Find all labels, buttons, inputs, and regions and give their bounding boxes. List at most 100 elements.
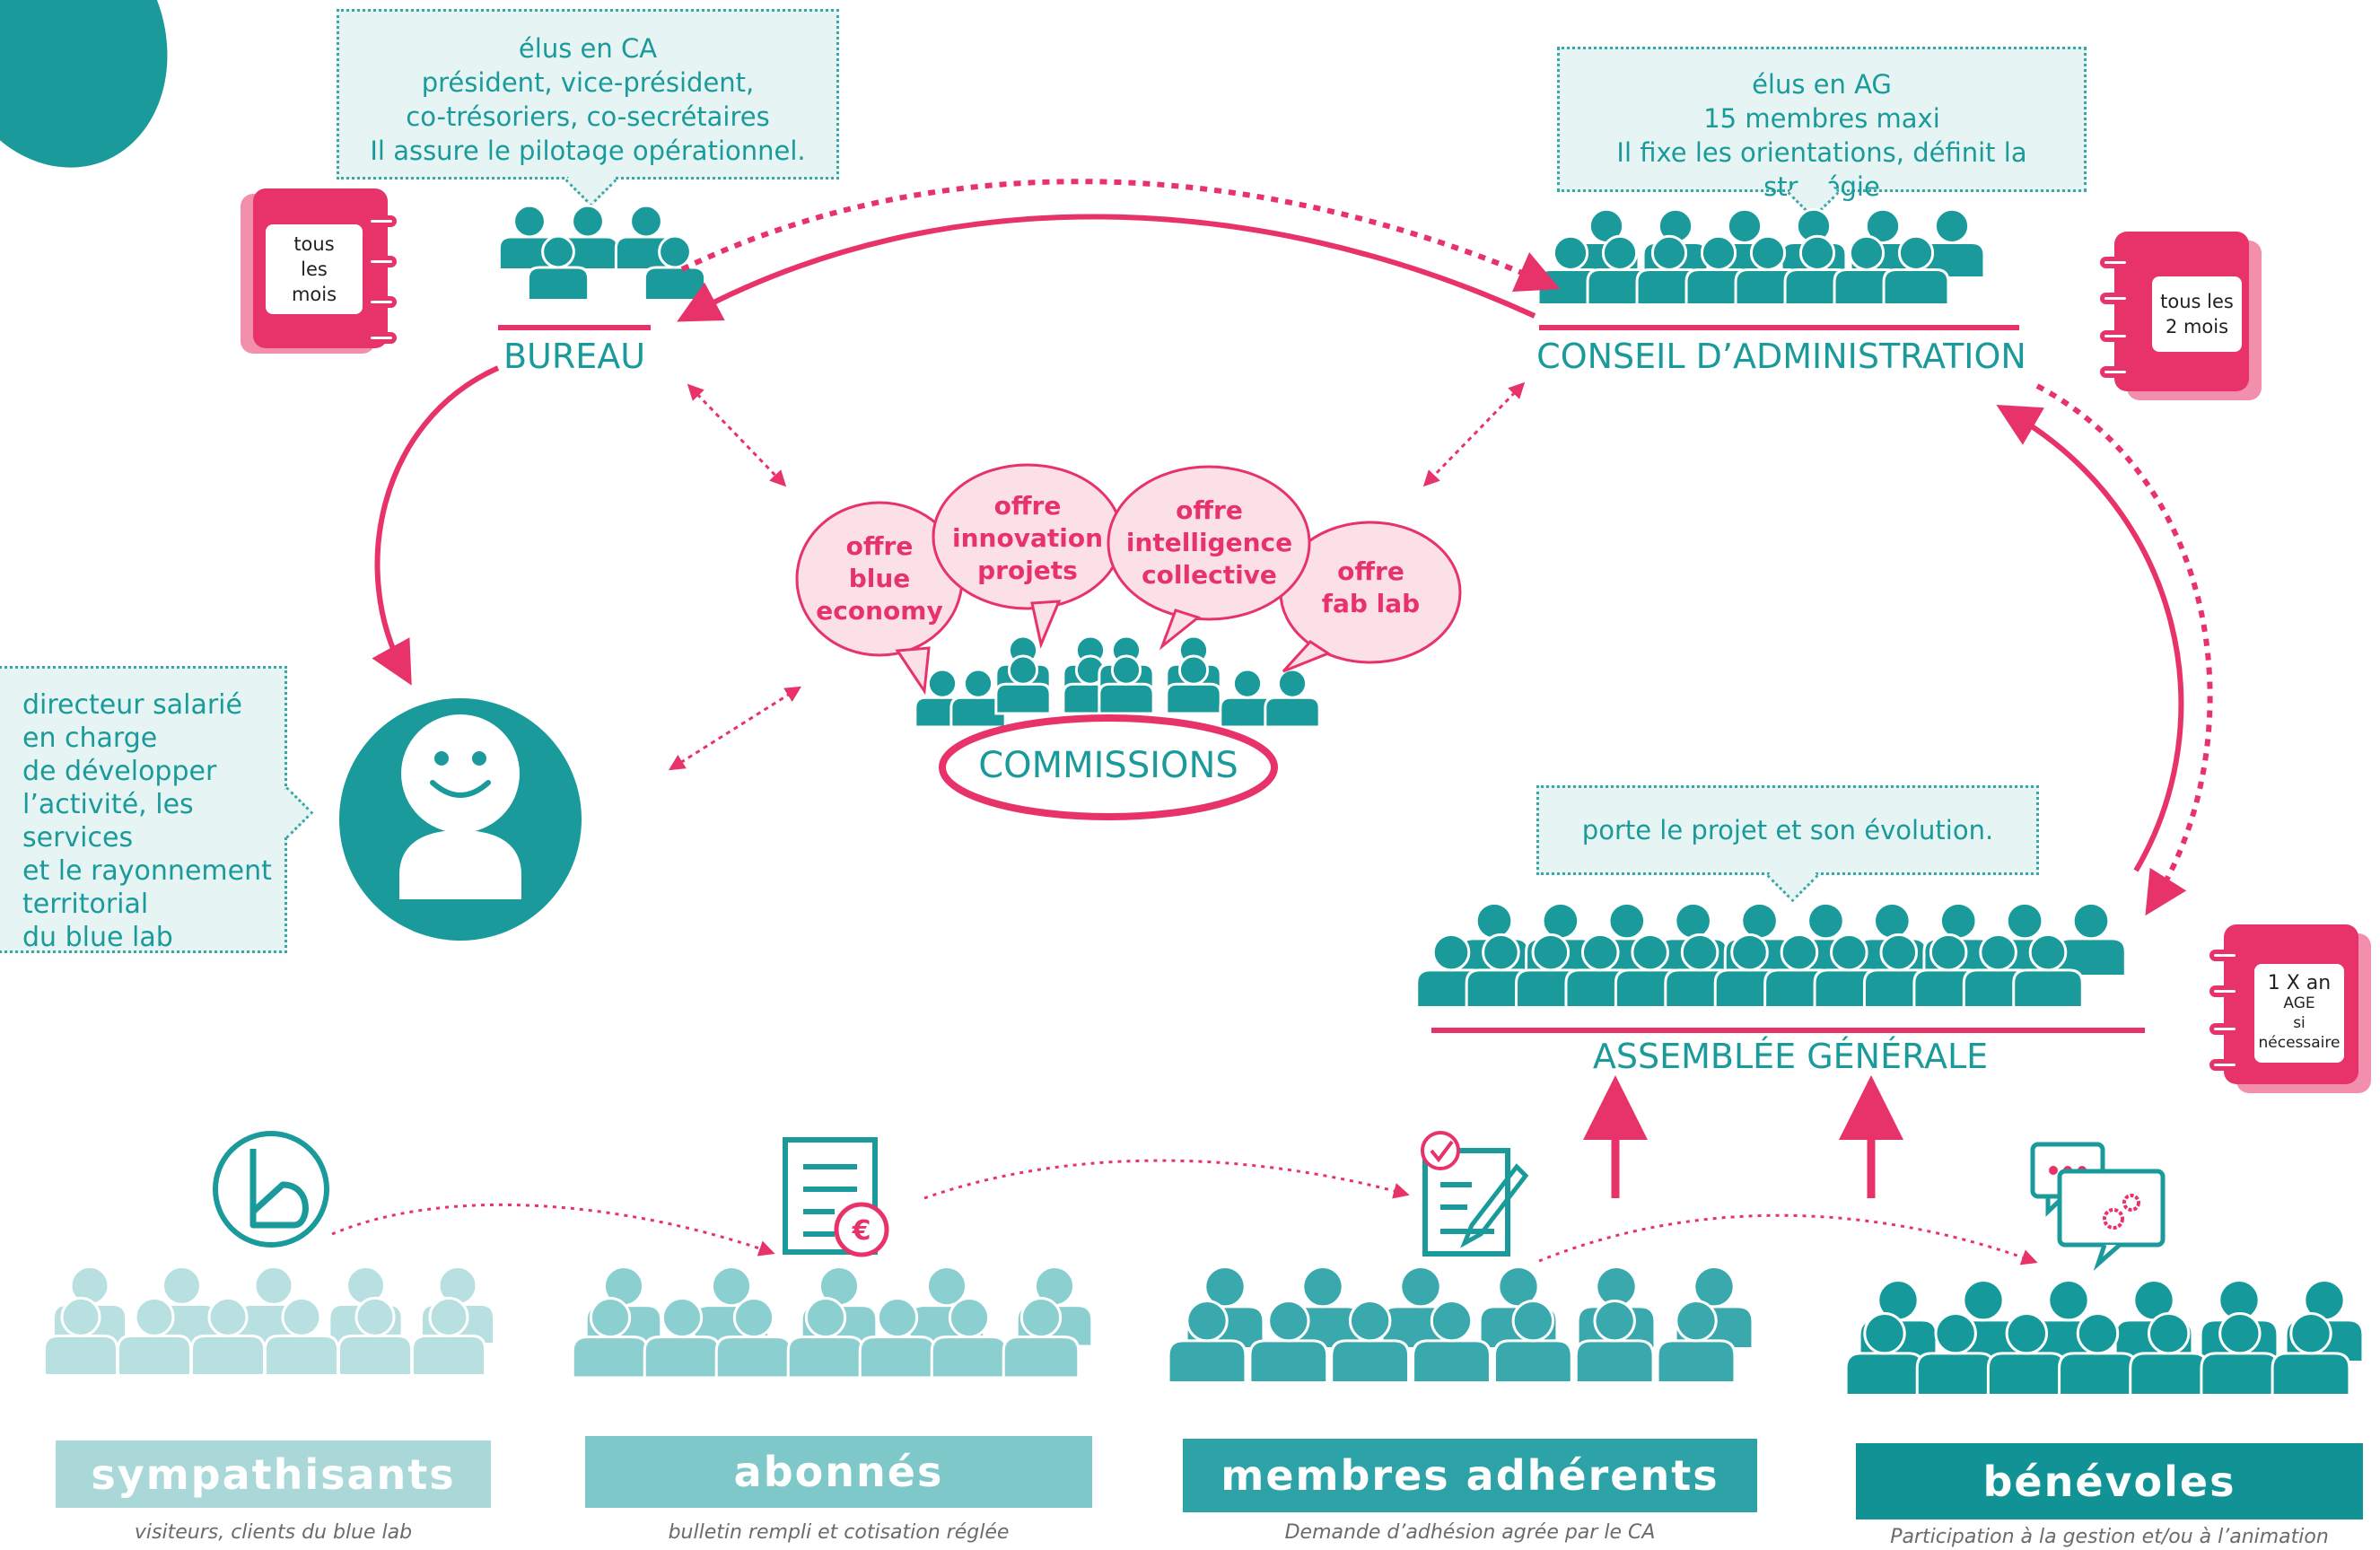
directeur-bubble-line: et le rayonnement	[22, 855, 272, 887]
membre-person-icon	[1248, 1299, 1329, 1384]
assemblee-title: ASSEMBLÉE GÉNÉRALE	[1592, 1037, 1989, 1076]
membre-person-icon	[1492, 1299, 1573, 1384]
blue-lab-logo-icon	[213, 1131, 329, 1248]
assemblee-person-icon	[2055, 901, 2127, 977]
conseil-bubble-line: Il fixe les orientations, définit la str…	[1616, 137, 2027, 202]
arrow-membres-to-benevoles	[1538, 1213, 2038, 1265]
bureau-underline	[498, 325, 651, 330]
offer-text: innovation	[952, 523, 1103, 553]
directeur-bubble-line: de développer	[22, 756, 217, 787]
bureau-person-icon	[643, 234, 707, 302]
offer-intelligence-collective: offre intelligence collective	[1113, 485, 1306, 601]
conseil-frequency-calendar: tous les 2 mois	[2100, 232, 2264, 400]
arrow-sympathisants-to-abonnes	[331, 1203, 775, 1257]
conseil-description-bubble: élus en AG 15 membres maxi Il fixe les o…	[1557, 47, 2087, 220]
directeur-bubble-line: du blue lab	[22, 922, 173, 953]
directeur-description-bubble: directeur salarié en charge de développe…	[0, 666, 314, 953]
group-band-benevoles: bénévoles	[1856, 1443, 2363, 1519]
calendar-text: nécessaire	[2258, 1034, 2341, 1052]
benevole-person-icon	[2271, 1311, 2351, 1397]
assemblee-underline	[1431, 1028, 2145, 1033]
conseil-person-icon	[1918, 207, 1986, 279]
arrow-ca-to-ag-dotted	[2035, 383, 2213, 916]
conseil-underline	[1539, 325, 2019, 330]
calendar-text: les	[301, 258, 328, 280]
group-name: membres adhérents	[1221, 1451, 1719, 1500]
membre-person-icon	[1574, 1299, 1655, 1384]
offer-fab-lab: offre fab lab	[1292, 547, 1449, 628]
offer-innovation-projets: offre innovation projets	[938, 480, 1117, 597]
directeur-bubble-line: territorial	[22, 889, 149, 920]
group-name: bénévoles	[1982, 1457, 2236, 1506]
commission-person-icon	[1219, 668, 1276, 729]
commissions-title: COMMISSIONS	[978, 745, 1238, 786]
abonne-person-icon	[858, 1296, 937, 1379]
benevole-person-icon	[1915, 1311, 1996, 1397]
group-name: sympathisants	[91, 1449, 456, 1499]
offer-text: economy	[816, 596, 943, 626]
bureau-description-bubble: élus en CA président, vice-président, co…	[337, 9, 839, 207]
arrow-bureau-to-ca-dotted	[680, 179, 1561, 293]
commission-person-icon	[1165, 654, 1222, 715]
sympathisant-person-icon	[116, 1296, 193, 1377]
calendar-text: tous	[293, 233, 335, 255]
offer-text: offre	[1176, 495, 1243, 525]
membre-person-icon	[1656, 1299, 1737, 1384]
calendar-text: si	[2293, 1014, 2306, 1032]
benevole-person-icon	[2200, 1311, 2280, 1397]
arrow-ca-commissions	[1422, 381, 1526, 487]
bureau-bubble-line: co-trésoriers, co-secrétaires	[406, 101, 770, 132]
svg-text:€: €	[852, 1215, 871, 1247]
group-band-abonnes: abonnés	[585, 1436, 1092, 1508]
caption-benevoles: Participation à la gestion et/ou à l’ani…	[1890, 1526, 2329, 1548]
membre-person-icon	[1412, 1299, 1492, 1384]
arrow-bureau-commissions	[687, 383, 787, 487]
offer-text: intelligence	[1125, 528, 1293, 557]
calendar-text: 2 mois	[2165, 316, 2229, 337]
bureau-person-icon	[526, 234, 591, 302]
directeur-bubble-line: en charge	[22, 722, 158, 754]
directeur-bubble-line: directeur salarié	[22, 689, 242, 721]
directeur-avatar	[339, 698, 582, 941]
directeur-bubble-line: l’activité, les services	[22, 789, 194, 854]
arrow-ag-to-ca	[1996, 404, 2184, 872]
offer-text: blue	[848, 564, 911, 593]
offer-text: offre	[993, 491, 1062, 521]
caption-abonnes: bulletin rempli et cotisation réglée	[668, 1521, 1010, 1544]
membership-form-euro-icon: €	[783, 1137, 889, 1257]
group-band-sympathisants: sympathisants	[56, 1441, 491, 1508]
arrow-directeur-commissions	[668, 686, 802, 771]
abonne-person-icon	[1002, 1296, 1081, 1379]
sympathisant-person-icon	[42, 1296, 119, 1377]
commissions-ellipse	[939, 714, 1278, 820]
sympathisant-person-icon	[410, 1296, 487, 1377]
offer-text: fab lab	[1321, 589, 1421, 618]
commission-person-icon	[994, 654, 1052, 715]
commission-person-icon	[1264, 668, 1321, 729]
bureau-bubble-line: président, vice-président,	[421, 67, 755, 98]
assemblee-bubble-line: porte le projet et son évolution.	[1581, 815, 1994, 845]
sympathisant-person-icon	[263, 1296, 340, 1377]
arrow-abonnes-to-membres	[923, 1159, 1410, 1200]
caption-membres: Demande d’adhésion agrée par le CA	[1284, 1521, 1656, 1544]
assemblee-person-icon	[2012, 933, 2084, 1009]
offer-clouds	[795, 463, 1462, 696]
caption-sympathisants: visiteurs, clients du blue lab	[134, 1521, 413, 1544]
assemblee-frequency-calendar: 1 X an AGE si nécessaire	[2209, 924, 2374, 1093]
membre-person-icon	[1167, 1299, 1247, 1384]
benevole-person-icon	[1844, 1311, 1925, 1397]
conseil-bubble-line: 15 membres maxi	[1703, 103, 1940, 134]
conseil-person-icon	[1882, 234, 1950, 306]
group-name: abonnés	[733, 1448, 944, 1496]
calendar-text: AGE	[2283, 994, 2315, 1012]
conseil-bubble-line: élus en AG	[1752, 69, 1892, 100]
offer-text: offre	[1337, 556, 1404, 586]
membre-person-icon	[1330, 1299, 1411, 1384]
commission-person-icon	[1098, 654, 1155, 715]
calendar-text: mois	[291, 284, 337, 305]
bureau-bubble-line: élus en CA	[518, 33, 658, 64]
bureau-title: BUREAU	[503, 337, 646, 376]
signed-form-icon	[1421, 1131, 1529, 1257]
offer-text: collective	[1142, 560, 1277, 590]
